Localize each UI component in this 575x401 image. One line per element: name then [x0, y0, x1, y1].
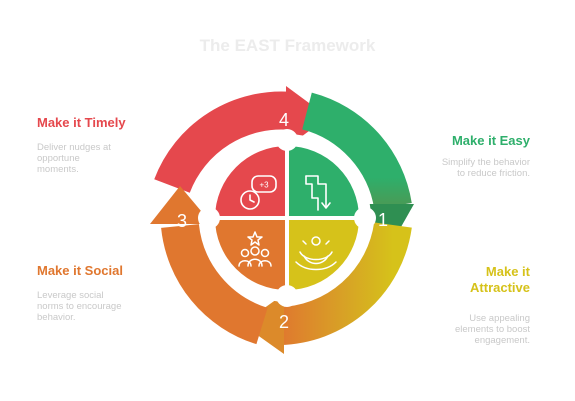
desc-line: engagement. [474, 335, 530, 346]
ring-arc-easy [301, 92, 412, 210]
quadrant-timely [215, 146, 287, 218]
desc-line: Simplify the behavior [441, 157, 530, 168]
arrow-head-social [150, 186, 212, 224]
connector-left [198, 207, 220, 229]
desc-line: Use appealing [469, 313, 530, 324]
group-star-icon [238, 231, 272, 267]
step-number-1: 1 [378, 210, 388, 230]
ring-arc-attractive [278, 221, 412, 345]
label-line: Make it [485, 264, 530, 279]
desc-make-it-easy: Simplify the behavior to reduce friction… [400, 157, 530, 179]
desc-line: behavior. [37, 312, 76, 323]
label-make-it-easy: Make it Easy [451, 133, 530, 148]
quadrant-easy [287, 146, 359, 218]
ring-arc-social [161, 223, 269, 345]
arrow-head-attractive [242, 294, 284, 354]
quadrant-social [215, 218, 287, 290]
label-make-it-social: Make it Social [37, 263, 123, 278]
desc-line: Leverage social [37, 290, 104, 301]
connector-bottom [276, 285, 298, 307]
svg-text:+3: +3 [259, 181, 269, 190]
step-number-3: 3 [177, 211, 187, 231]
desc-make-it-social: Leverage social norms to encourage behav… [37, 290, 157, 323]
ring-arc-timely [154, 91, 294, 194]
label-line: Attractive [470, 280, 530, 295]
clock-chat-icon: +3 [240, 175, 277, 210]
diagram-title: The EAST Framework [199, 36, 376, 55]
desc-line: moments. [37, 164, 79, 175]
clown-face-icon [295, 236, 337, 271]
desc-line: norms to encourage [37, 301, 122, 312]
desc-line: elements to boost [455, 324, 530, 335]
desc-make-it-timely: Deliver nudges at opportune moments. [37, 142, 147, 175]
arrows-icon [305, 175, 331, 211]
label-make-it-attractive: Make it Attractive [400, 264, 530, 296]
connector-top [276, 129, 298, 151]
connector-right [354, 207, 376, 229]
desc-line: to reduce friction. [457, 168, 530, 179]
label-make-it-timely: Make it Timely [37, 115, 126, 130]
step-number-2: 2 [279, 312, 289, 332]
desc-line: Deliver nudges at [37, 142, 111, 153]
desc-line: opportune [37, 153, 80, 164]
quadrant-attractive [287, 218, 359, 290]
step-number-4: 4 [279, 110, 289, 130]
desc-make-it-attractive: Use appealing elements to boost engageme… [400, 313, 530, 346]
